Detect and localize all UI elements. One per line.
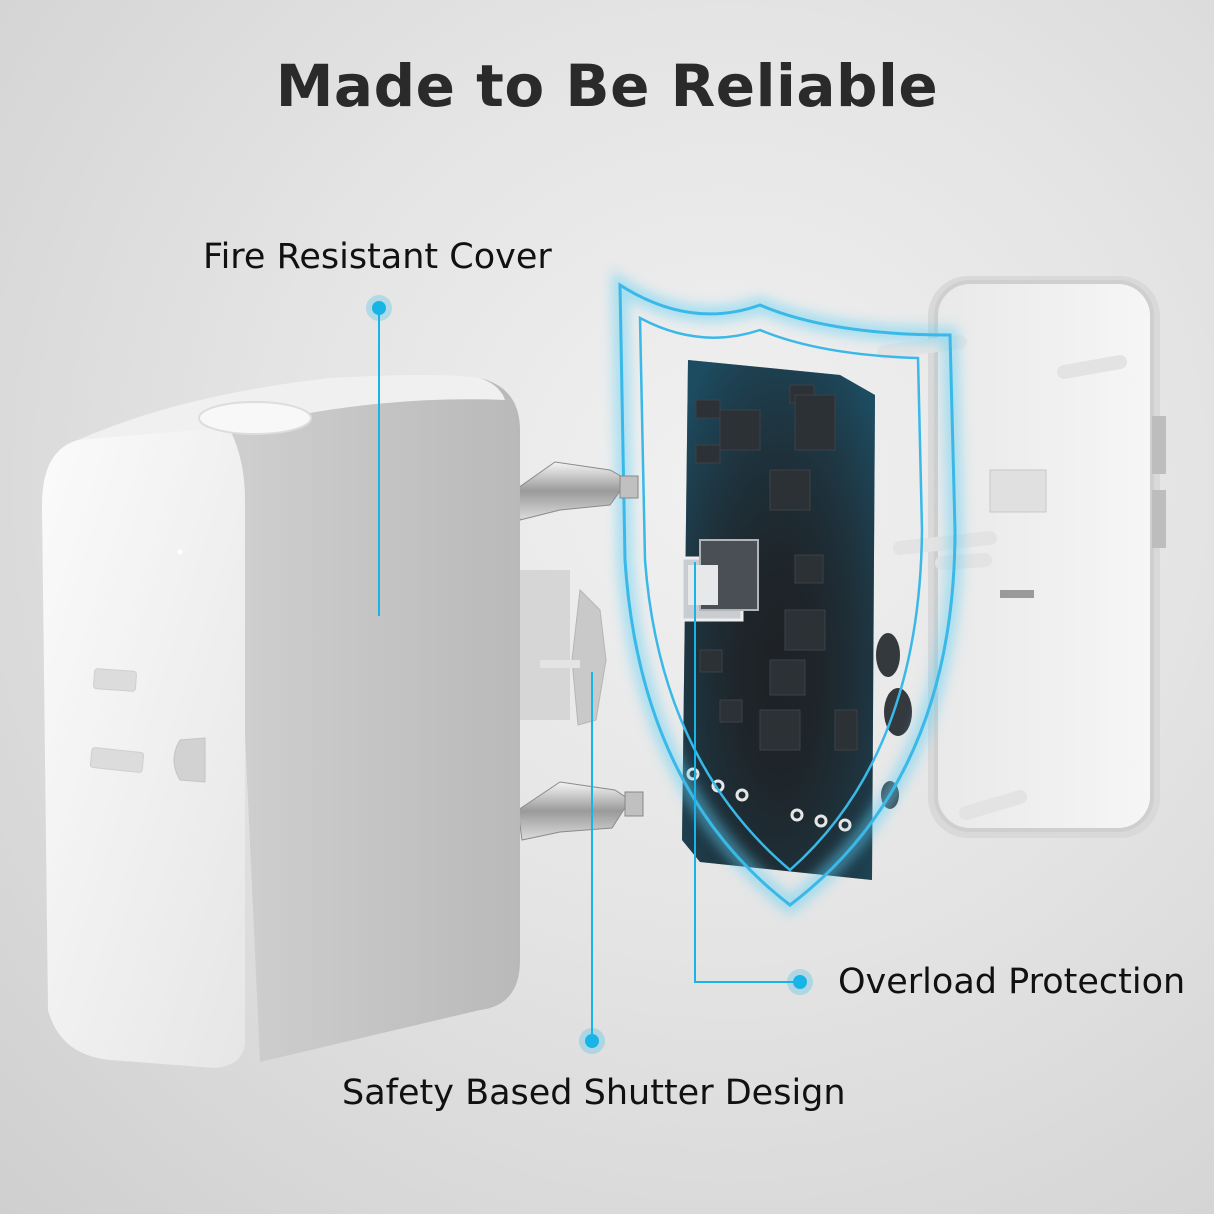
callout-fire-resistant-cover: Fire Resistant Cover <box>203 237 552 277</box>
smart-plug-body <box>42 375 520 1068</box>
callout-overload-protection: Overload Protection <box>838 962 1186 1002</box>
callout-lines <box>366 295 813 1054</box>
power-button <box>198 401 312 435</box>
circuit-board <box>680 360 912 880</box>
shield-graphic <box>611 270 964 916</box>
safety-shutter-part <box>515 570 607 726</box>
status-led <box>177 549 183 555</box>
back-cover <box>877 276 1166 838</box>
callout-safety-shutter: Safety Based Shutter Design <box>342 1073 846 1113</box>
metal-contacts <box>514 461 644 841</box>
page-title: Made to Be Reliable <box>275 52 939 120</box>
